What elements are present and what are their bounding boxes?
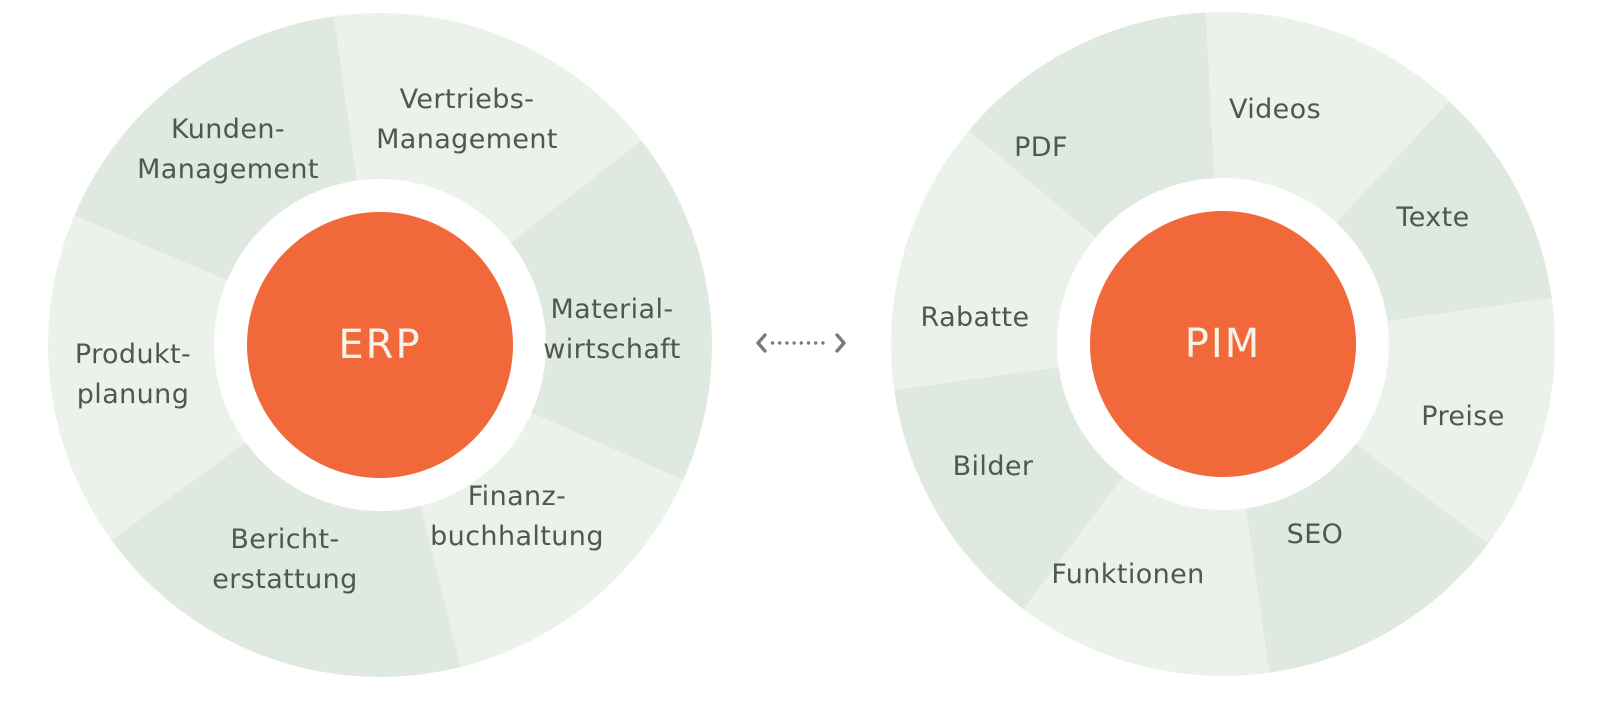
erp-wheel: Vertriebs- Management Material- wirtscha… [48,13,712,677]
segment-label-videos: Videos [1228,94,1322,126]
segment-label-texte: Texte [1396,202,1470,234]
segment-label-preise: Preise [1421,401,1505,433]
erp-center-circle: ERP [247,212,513,478]
segment-label-finanzbuchhaltung: Finanz- buchhaltung [430,481,604,552]
segment-label-kunden-management: Kunden- Management [137,114,319,185]
arrow-left-chevron [756,333,767,353]
segment-label-bilder: Bilder [952,451,1034,483]
segment-label-seo: SEO [1286,519,1344,551]
sync-arrow-icon [756,333,846,353]
segment-label-produktplanung: Produkt- planung [74,339,192,410]
segment-label-funktionen: Funktionen [1051,559,1205,591]
erp-center-label: ERP [338,322,422,368]
pim-wheel: Videos Texte Preise SEO Funktionen Bilde… [891,12,1555,676]
pim-center-label: PIM [1184,321,1262,367]
pim-center-circle: PIM [1090,211,1356,477]
segment-label-vertriebs-management: Vertriebs- Management [376,84,558,155]
segment-label-pdf: PDF [1014,132,1068,164]
segment-label-rabatte: Rabatte [920,302,1030,334]
segment-label-materialwirtschaft: Material- wirtschaft [543,294,681,365]
segment-label-berichterstattung: Bericht- erstattung [212,524,358,595]
arrow-right-chevron [835,333,846,353]
